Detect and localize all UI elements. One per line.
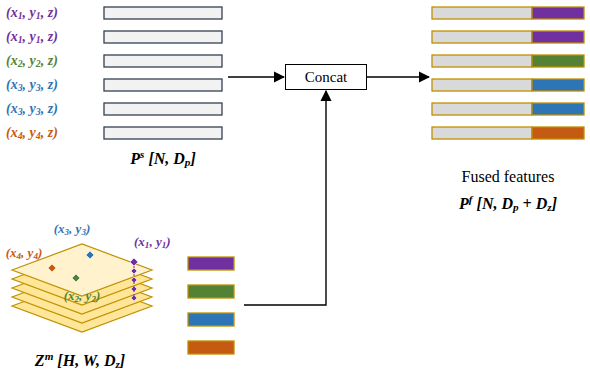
point-feature-rows — [104, 7, 222, 139]
map-coordinate: (x4, y4) — [6, 246, 43, 262]
tensor-label: Pf [N, Dp + Dz] — [459, 193, 557, 214]
map-coordinate: (x3, y3) — [54, 222, 91, 238]
point-coordinate: (x1, y1, z) — [6, 29, 58, 46]
output-arrow — [367, 76, 429, 77]
pillar-column — [134, 262, 135, 300]
input-arrow — [244, 91, 326, 305]
fused-feature-rows — [432, 7, 584, 139]
tensor-label: Ps [N, Dp] — [130, 148, 196, 169]
process-box: Concat — [285, 64, 367, 90]
input-arrow — [228, 76, 284, 77]
map-coordinate: (x2, y2) — [64, 289, 101, 305]
point-coordinate: (x4, y4, z) — [6, 125, 58, 142]
point-coordinate: (x1, y1, z) — [6, 5, 58, 22]
caption-label: Fused features — [462, 168, 555, 186]
point-coordinate: (x2, y2, z) — [6, 53, 58, 70]
tensor-label: Zm [H, W, Dz] — [35, 350, 125, 371]
map-coordinate: (x1, y1) — [134, 235, 171, 251]
sampled-features — [188, 257, 234, 354]
box-label: Concat — [305, 69, 348, 85]
point-coordinate: (x3, y3, z) — [6, 101, 58, 118]
map-points — [48, 251, 138, 301]
point-coordinate: (x3, y3, z) — [6, 77, 58, 94]
